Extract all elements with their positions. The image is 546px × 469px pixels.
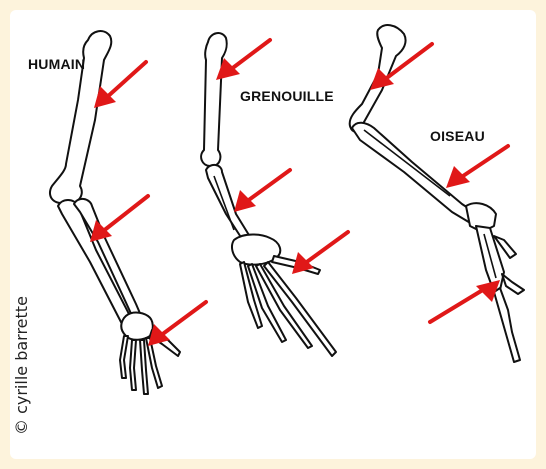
arrow-frog-forearm xyxy=(234,170,290,212)
label-humain: HUMAIN xyxy=(28,56,85,72)
arrow-bird-hand xyxy=(430,280,500,322)
arrow-human-hand xyxy=(148,302,206,346)
arrow-frog-hand xyxy=(292,232,348,274)
arrow-human-forearm xyxy=(90,196,148,242)
frog-arm xyxy=(201,33,336,356)
arrow-bird-forearm xyxy=(446,146,508,188)
copyright-text: © cyrille barrette xyxy=(12,296,31,435)
frog-fingers xyxy=(240,256,336,356)
label-oiseau: OISEAU xyxy=(430,128,485,144)
frog-humerus xyxy=(201,33,227,166)
human-ulna xyxy=(74,199,142,324)
bird-digit xyxy=(494,288,520,362)
bird-minor-digit xyxy=(502,274,524,294)
label-grenouille: GRENOUILLE xyxy=(240,88,334,104)
